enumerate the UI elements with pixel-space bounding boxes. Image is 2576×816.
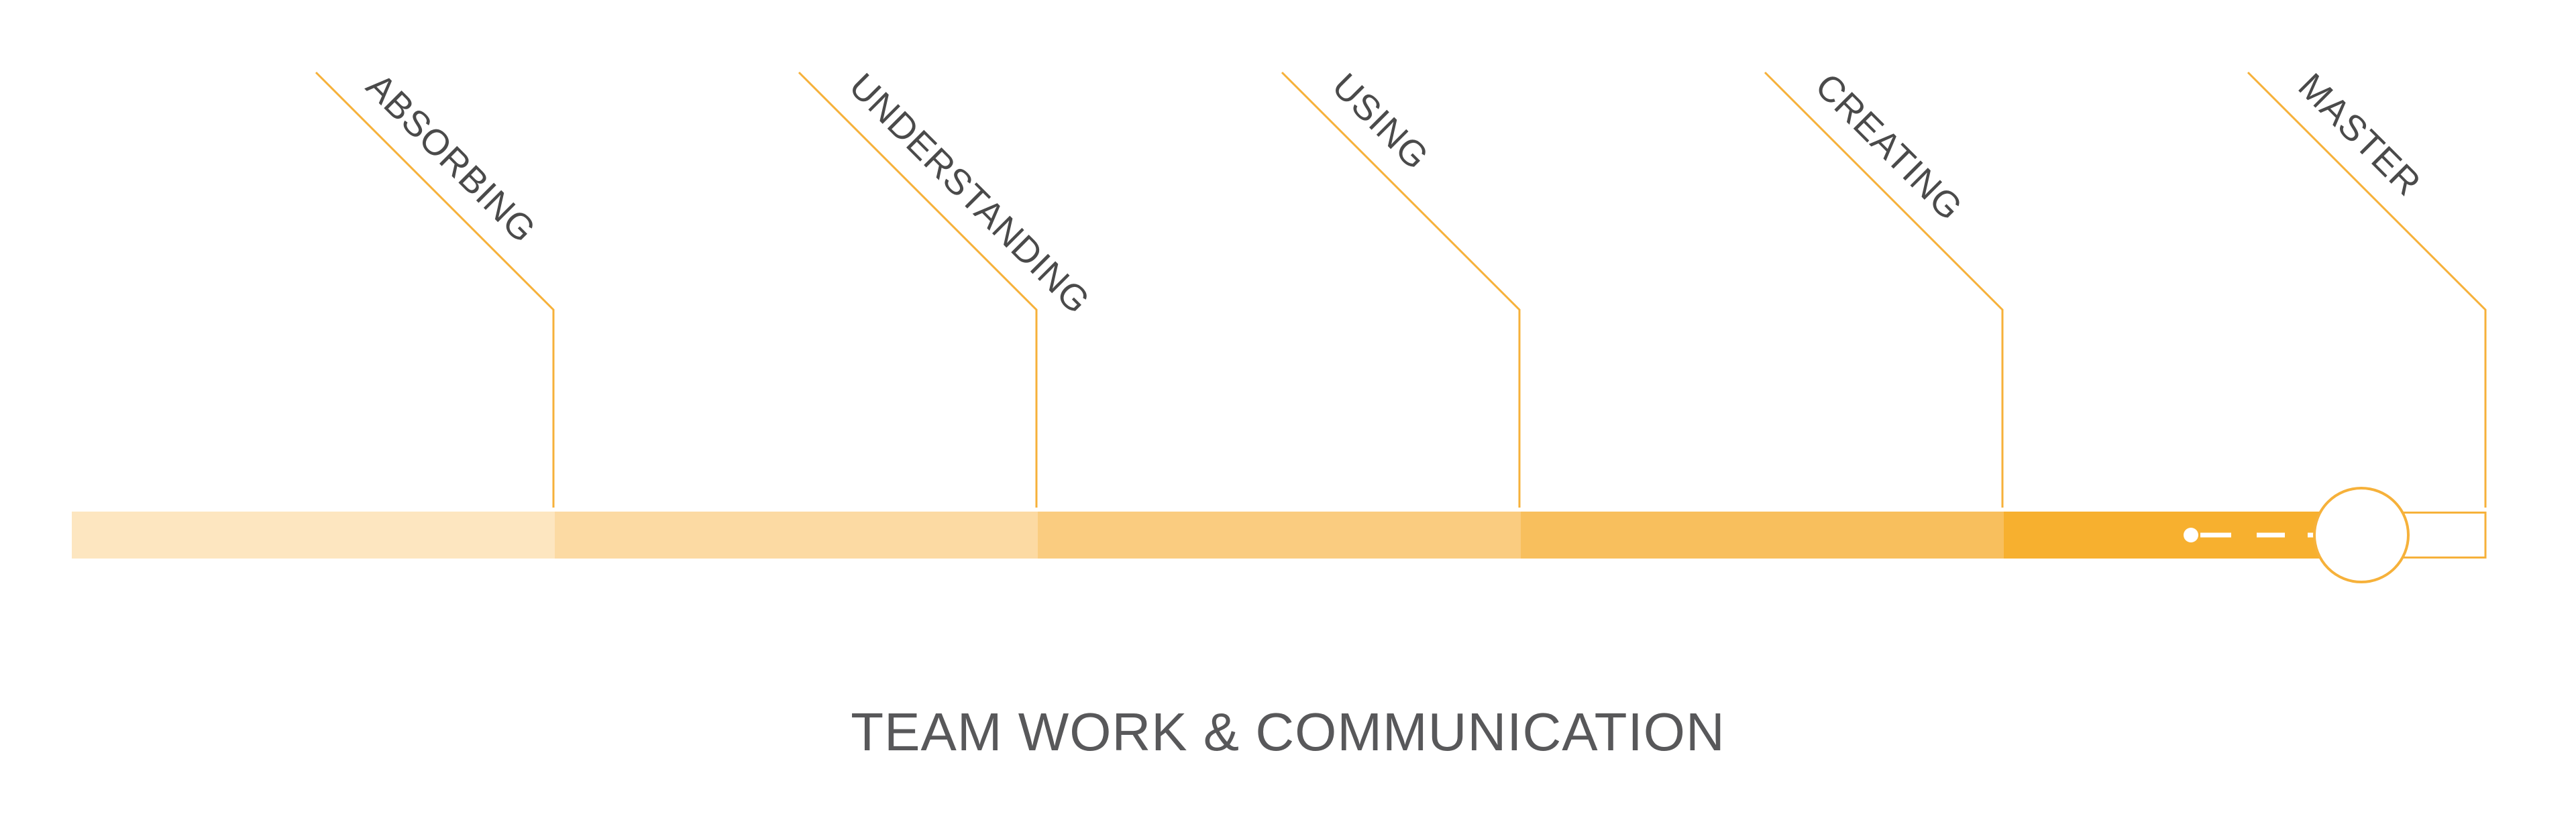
marker-start-dot <box>2184 528 2198 542</box>
progress-segment-5 <box>2004 512 2361 559</box>
progress-segment-remaining-outline <box>2361 512 2487 559</box>
leader-line-2 <box>798 71 1038 508</box>
progress-segment-4 <box>1521 512 2004 559</box>
progress-marker <box>2184 487 2410 583</box>
progress-marker-circle <box>2313 487 2410 583</box>
stage-leader-lines <box>315 71 2487 508</box>
leader-line-5 <box>2247 71 2487 508</box>
progress-segment-2 <box>555 512 1038 559</box>
stage-label-3: USING <box>1325 66 1437 178</box>
progress-segment-1 <box>72 512 555 559</box>
stage-label-2: UNDERSTANDING <box>842 66 1098 322</box>
stage-label-1: ABSORBING <box>359 66 544 251</box>
leader-line-1 <box>315 71 555 508</box>
progress-bar <box>72 512 2487 559</box>
progress-segment-3 <box>1038 512 1521 559</box>
stage-label-4: CREATING <box>1808 66 1971 229</box>
leader-line-4 <box>1764 71 2004 508</box>
leader-line-3 <box>1281 71 1521 508</box>
diagram-title: TEAM WORK & COMMUNICATION <box>851 702 1725 762</box>
